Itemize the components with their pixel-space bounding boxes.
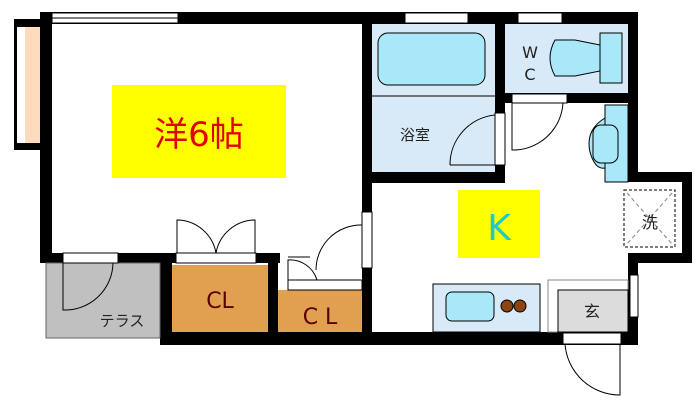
closet-2-door-swing-icon [287,224,363,281]
window-bath [404,12,469,24]
bathroom-door-swing-icon [449,114,496,166]
closet-2-door[interactable] [287,279,363,291]
washbasin-icon [592,124,619,164]
terrace-door-opening [62,252,119,264]
bathroom-bottom-wall [372,172,505,183]
laundry-label: 洗 [642,213,658,232]
kitchen-label-bg [458,190,540,258]
laundry-cross [626,192,673,245]
window-wc [517,12,563,24]
laundry-right-wall [682,172,692,263]
stove-burner-icon [513,299,527,313]
closet-1-door[interactable] [175,252,257,264]
terrace-door-icon[interactable] [62,262,114,311]
bottom-wall [160,332,638,345]
terrace-label: テラス [100,312,145,330]
entrance [557,289,629,333]
laundry-bottom-wall [628,253,692,263]
wc-door[interactable] [511,93,568,104]
wc-bottom-wall [505,93,638,103]
laundry-top-wall [628,172,692,182]
top-wall [40,12,638,24]
closet-left-wall [160,253,172,345]
toilet-icon [549,39,601,77]
closet-1 [172,265,268,332]
entrance-window [629,274,639,318]
wc-label-w: W [522,43,538,62]
western-room-label: 洋6帖 [154,115,244,155]
entrance-door[interactable] [562,332,622,345]
kitchen-left-wall [362,12,372,332]
room-label-bg [112,85,286,178]
terrace [45,262,161,339]
closet-1-door-swing-icon [176,219,256,254]
closet-divider-wall [268,253,278,333]
wc-door-swing-icon [511,102,564,151]
entrance-label: 玄 [584,302,600,321]
bathroom-right-wall [495,24,505,183]
bathroom-door[interactable] [494,112,506,166]
entrance-door-swing-icon [564,343,621,396]
closet-2 [278,290,362,332]
bathroom-label: 浴室 [400,126,430,144]
bathtub-icon [377,32,486,86]
bay-window-glass [17,27,25,143]
kitchen-door[interactable] [361,211,373,269]
toilet-tank-icon [599,32,623,84]
closet-2-label: C L [303,305,338,330]
left-wall [40,12,52,263]
sink-icon [445,291,495,322]
stove-burner-icon [500,299,514,313]
wc-label-c: C [524,65,535,84]
kitchen-label: K [487,208,512,249]
closet-1-label: CL [206,289,234,314]
